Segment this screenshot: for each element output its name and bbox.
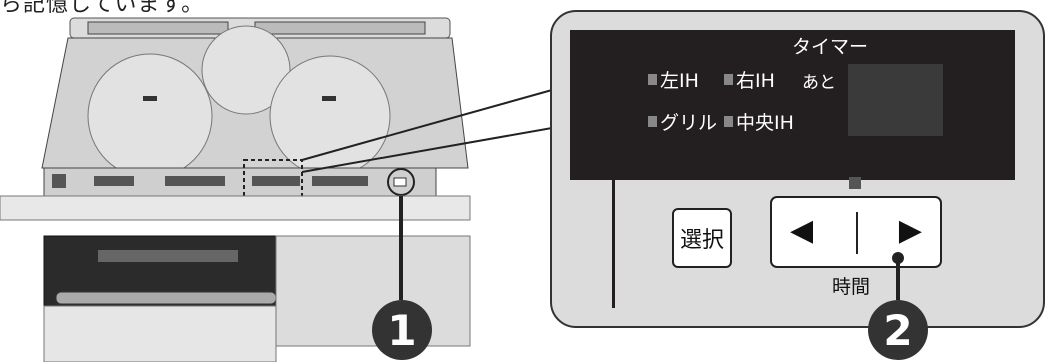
status-led (849, 177, 861, 189)
grill-indicator: グリル (648, 108, 717, 135)
timer-display (848, 64, 943, 136)
right-arrow-icon[interactable]: ▶ (898, 213, 922, 248)
time-label: 時間 (832, 276, 871, 298)
left-ih-label: 左IH (660, 70, 699, 92)
back-burner (201, 25, 291, 115)
indicator-light (648, 74, 657, 85)
select-button[interactable]: 選択 (672, 208, 732, 268)
select-button-label: 選択 (679, 228, 724, 253)
grill-label: グリル (660, 112, 718, 134)
timer-title: タイマー (792, 36, 869, 58)
button-divider (856, 212, 858, 254)
timer-callout-panel: タイマー 左IH 右IH あと グリル 中央IH 選択 ◀ ▶ 時間 (550, 10, 1045, 328)
panel-divider (612, 30, 615, 308)
time-adjust-button[interactable]: ◀ ▶ (770, 196, 942, 268)
indicator-light (724, 74, 733, 85)
caption-text: ら記憶しています。 (0, 0, 205, 17)
right-ih-indicator: 右IH (724, 66, 775, 93)
center-ih-label: 中央IH (736, 112, 794, 134)
step-1-badge: 1 (372, 300, 432, 360)
indicator-light (648, 116, 657, 127)
left-ih-indicator: 左IH (648, 66, 699, 93)
remaining-label: あと (802, 73, 836, 93)
stove-illustration (0, 17, 553, 362)
left-arrow-icon[interactable]: ◀ (790, 213, 814, 248)
center-ih-indicator: 中央IH (724, 108, 794, 135)
right-ih-label: 右IH (736, 70, 775, 92)
step-2-badge: 2 (868, 300, 928, 360)
indicator-light (724, 116, 733, 127)
